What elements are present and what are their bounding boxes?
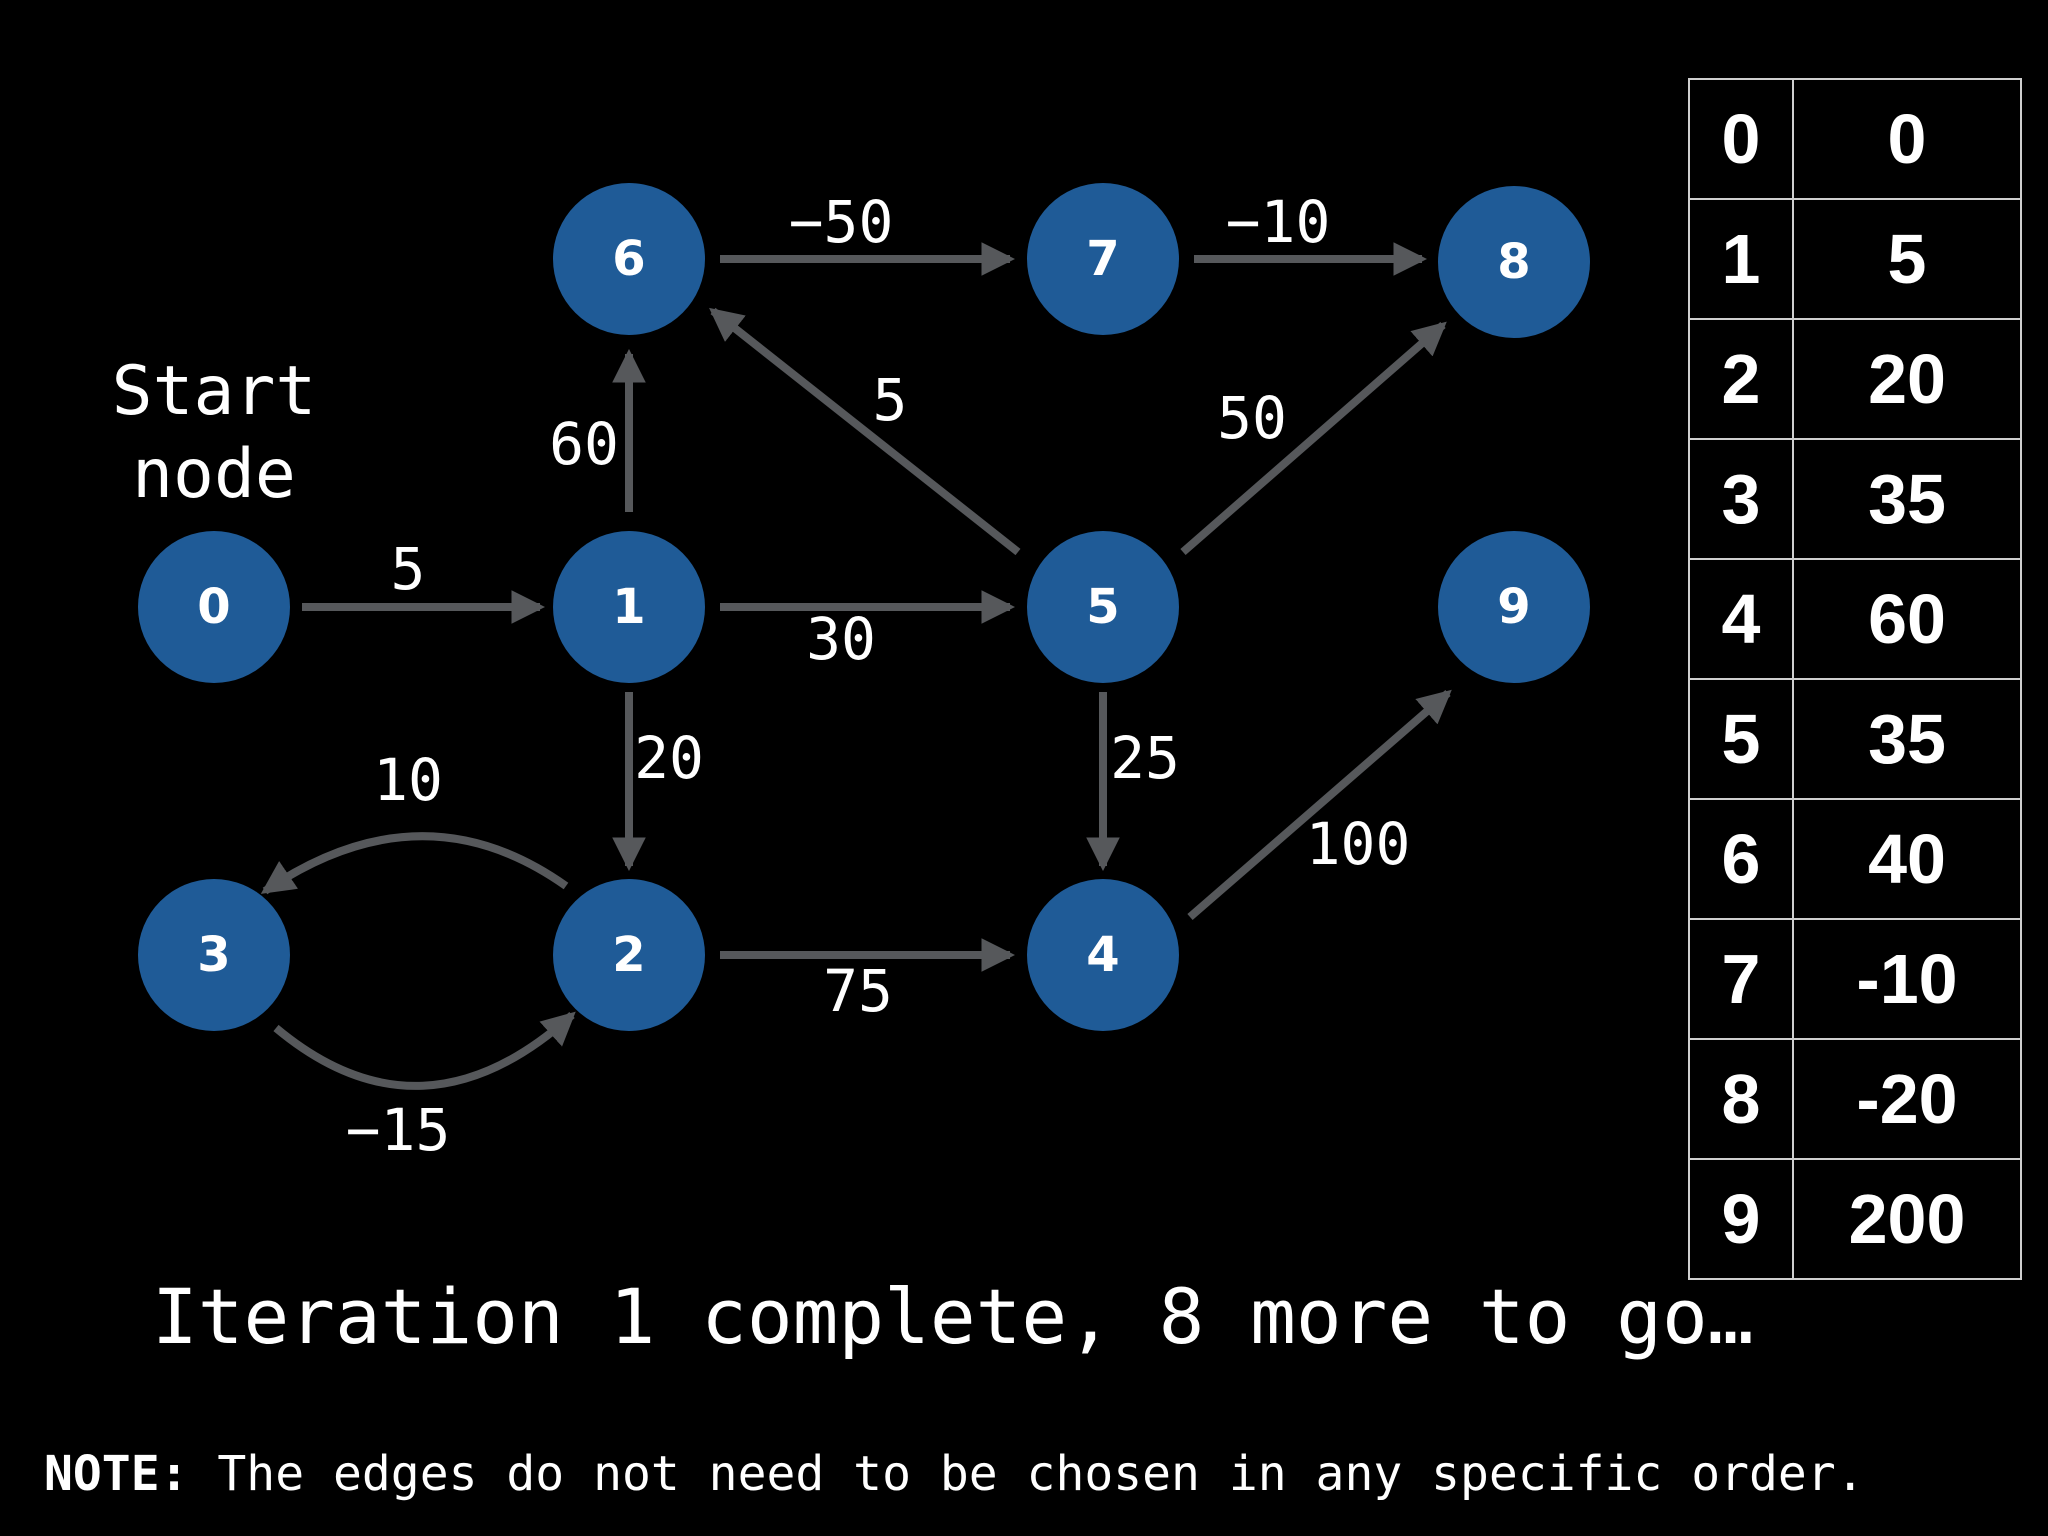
edge-label-6-7: −50 [789, 188, 894, 256]
edge-5-8 [1180, 321, 1447, 556]
edge-label-1-6: 60 [549, 410, 619, 478]
node-id-cell: 9 [1688, 1158, 1794, 1280]
node-6-label: 6 [612, 231, 645, 287]
edge-2-3 [260, 832, 569, 895]
edge-label-1-5: 30 [806, 605, 876, 673]
distance-cell: -20 [1792, 1038, 2022, 1160]
table-row: 9 200 [1688, 1158, 2022, 1280]
note-text: NOTE: The edges do not need to be chosen… [44, 1446, 1865, 1502]
distance-cell: 35 [1792, 678, 2022, 800]
note-body: The edges do not need to be chosen in an… [188, 1446, 1865, 1502]
node-6: 6 [553, 183, 705, 335]
edge-label-5-4: 25 [1110, 724, 1180, 792]
distance-cell: 35 [1792, 438, 2022, 560]
edge-label-2-4: 75 [823, 957, 893, 1025]
edge-4-9 [1187, 689, 1452, 921]
table-row: 3 35 [1688, 438, 2022, 560]
distance-cell: 20 [1792, 318, 2022, 440]
edge-5-6 [709, 307, 1021, 556]
node-8-label: 8 [1497, 234, 1530, 290]
node-3-label: 3 [197, 927, 230, 983]
distance-cell: 0 [1792, 78, 2022, 200]
table-row: 2 20 [1688, 318, 2022, 440]
node-4-label: 4 [1086, 927, 1119, 983]
node-1-label: 1 [612, 579, 645, 635]
table-row: 1 5 [1688, 198, 2022, 320]
start-node-label-line2: node [132, 435, 296, 514]
node-id-cell: 0 [1688, 78, 1794, 200]
edge-label-1-2: 20 [634, 724, 704, 792]
node-7: 7 [1027, 183, 1179, 335]
node-9-label: 9 [1497, 579, 1530, 635]
node-5: 5 [1027, 531, 1179, 683]
table-row: 4 60 [1688, 558, 2022, 680]
node-id-cell: 4 [1688, 558, 1794, 680]
distance-table: 0 0 1 5 2 20 3 35 4 60 5 35 6 40 7 -10 [1688, 78, 2022, 1280]
node-id-cell: 7 [1688, 918, 1794, 1040]
table-row: 7 -10 [1688, 918, 2022, 1040]
start-node-label-line1: Start [112, 352, 317, 431]
edge-label-5-8: 50 [1217, 384, 1287, 452]
table-row: 8 -20 [1688, 1038, 2022, 1160]
graph-diagram: 5 60 30 20 −50 −10 5 50 25 10 −15 75 100… [112, 183, 1590, 1164]
edge-3-2 [273, 1011, 576, 1090]
edge-label-2-3: 10 [373, 746, 443, 814]
node-8: 8 [1438, 186, 1590, 338]
edge-label-4-9: 100 [1306, 810, 1411, 878]
note-label: NOTE: [44, 1446, 189, 1502]
table-row: 0 0 [1688, 78, 2022, 200]
distance-cell: 200 [1792, 1158, 2022, 1280]
distance-cell: 60 [1792, 558, 2022, 680]
node-2: 2 [553, 879, 705, 1031]
node-1: 1 [553, 531, 705, 683]
node-0: 0 [138, 531, 290, 683]
node-id-cell: 8 [1688, 1038, 1794, 1160]
node-4: 4 [1027, 879, 1179, 1031]
node-id-cell: 2 [1688, 318, 1794, 440]
node-id-cell: 1 [1688, 198, 1794, 320]
edge-label-7-8: −10 [1226, 188, 1331, 256]
edge-label-5-6: 5 [873, 366, 908, 434]
distance-cell: 40 [1792, 798, 2022, 920]
node-5-label: 5 [1086, 579, 1119, 635]
distance-cell: 5 [1792, 198, 2022, 320]
table-row: 6 40 [1688, 798, 2022, 920]
table-row: 5 35 [1688, 678, 2022, 800]
node-2-label: 2 [612, 927, 645, 983]
node-id-cell: 3 [1688, 438, 1794, 560]
node-id-cell: 5 [1688, 678, 1794, 800]
edge-label-0-1: 5 [391, 535, 426, 603]
node-3: 3 [138, 879, 290, 1031]
distance-cell: -10 [1792, 918, 2022, 1040]
node-id-cell: 6 [1688, 798, 1794, 920]
iteration-caption: Iteration 1 complete, 8 more to go… [152, 1272, 1754, 1361]
node-7-label: 7 [1086, 231, 1119, 287]
node-9: 9 [1438, 531, 1590, 683]
node-0-label: 0 [197, 579, 230, 635]
edge-label-3-2: −15 [346, 1096, 451, 1164]
